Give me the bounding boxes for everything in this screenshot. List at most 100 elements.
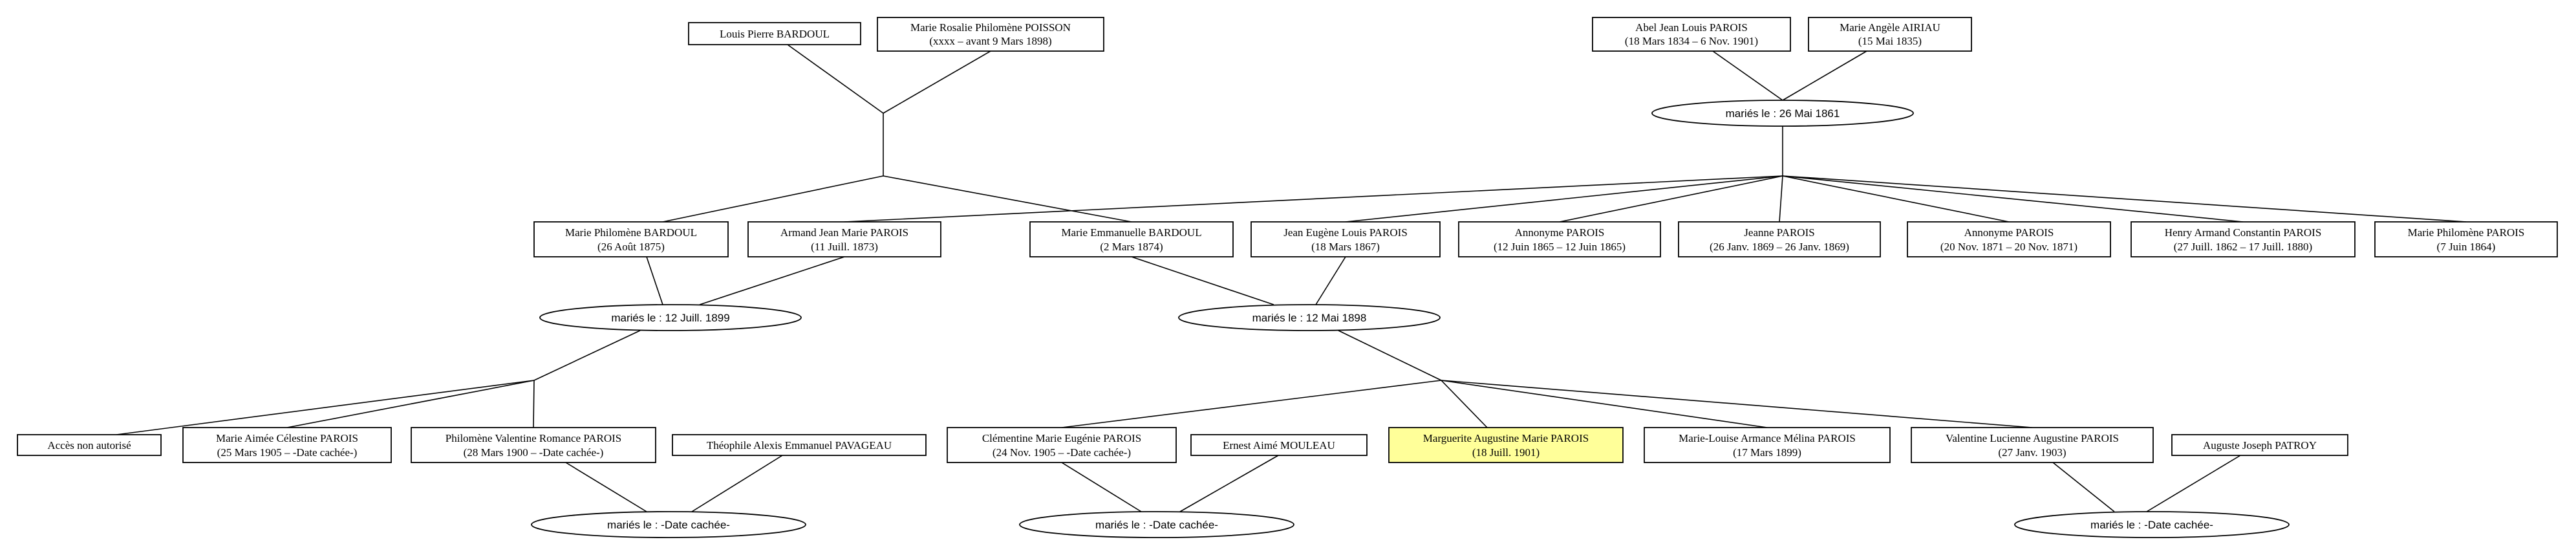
person-louis-pierre-bardoul[interactable]: Louis Pierre BARDOUL xyxy=(688,22,861,45)
person-dates: (15 Mai 1835) xyxy=(1858,35,1922,47)
person-henry-parois[interactable]: Henry Armand Constantin PAROIS (27 Juill… xyxy=(2131,221,2356,257)
connector-line xyxy=(1061,380,1442,428)
connector-line xyxy=(1061,462,1142,512)
connector-line xyxy=(533,330,641,381)
connector-line xyxy=(662,175,884,223)
connector-line xyxy=(691,455,783,512)
person-marie-angele-airiau[interactable]: Marie Angèle AIRIAU (15 Mai 1835) xyxy=(1808,17,1972,52)
person-dates: (27 Janv. 1903) xyxy=(1998,446,2066,459)
connector-line xyxy=(1338,330,1442,381)
person-name: Marie Philomène BARDOUL xyxy=(565,226,697,239)
connector-line xyxy=(2052,462,2115,512)
person-name: Clémentine Marie Eugénie PAROIS xyxy=(982,432,1141,444)
connector-line xyxy=(1441,380,2033,428)
person-name: Marie Rosalie Philomène POISSON xyxy=(910,21,1071,34)
person-acces-non-autorise[interactable]: Accès non autorisé xyxy=(17,434,162,456)
union-parois-airiau[interactable]: mariés le : 26 Mai 1861 xyxy=(1651,100,1914,127)
person-name: Marie-Louise Armance Mélina PAROIS xyxy=(1679,432,1856,444)
union-philomene-theophile[interactable]: mariés le : -Date cachée- xyxy=(531,511,806,538)
person-name: Ernest Aimé MOULEAU xyxy=(1223,439,1335,452)
connector-line xyxy=(1782,50,1867,101)
person-name: Marie Philomène PAROIS xyxy=(2408,226,2525,239)
person-name: Marie Angèle AIRIAU xyxy=(1840,21,1940,34)
connector-line xyxy=(1779,175,1783,223)
connector-line xyxy=(116,380,535,435)
person-valentine-parois[interactable]: Valentine Lucienne Augustine PAROIS (27 … xyxy=(1911,427,2154,463)
person-name: Abel Jean Louis PAROIS xyxy=(1635,21,1748,34)
connector-line xyxy=(883,50,991,114)
connector-line xyxy=(1315,256,1346,305)
connector-line xyxy=(1441,380,1768,428)
connector-line xyxy=(699,256,845,305)
connector-line xyxy=(646,256,663,305)
person-jeanne-parois[interactable]: Jeanne PAROIS (26 Janv. 1869 – 26 Janv. … xyxy=(1678,221,1881,257)
person-dates: (26 Août 1875) xyxy=(597,241,665,253)
person-dates: (17 Mars 1899) xyxy=(1733,446,1801,459)
person-marguerite-parois[interactable]: Marguerite Augustine Marie PAROIS (18 Ju… xyxy=(1388,427,1624,463)
person-ernest-mouleau[interactable]: Ernest Aimé MOULEAU xyxy=(1190,434,1368,456)
person-name: Jean Eugène Louis PAROIS xyxy=(1283,226,1408,239)
person-dates: (27 Juill. 1862 – 17 Juill. 1880) xyxy=(2174,241,2312,253)
person-dates: (11 Juill. 1873) xyxy=(811,241,878,253)
connector-line xyxy=(1782,175,2467,223)
connector-line xyxy=(844,175,1783,223)
person-name: Marie Aimée Célestine PAROIS xyxy=(216,432,358,444)
person-dates: (20 Nov. 1871 – 20 Nov. 1871) xyxy=(1940,241,2077,253)
union-valentine-auguste[interactable]: mariés le : -Date cachée- xyxy=(2014,511,2290,538)
connector-line xyxy=(565,462,647,512)
connector-line xyxy=(1179,455,1279,512)
person-name: Louis Pierre BARDOUL xyxy=(720,28,830,40)
connector-line xyxy=(533,380,535,428)
person-annonyme-parois-1865[interactable]: Annonyme PAROIS (12 Juin 1865 – 12 Juin … xyxy=(1458,221,1661,257)
connector-line xyxy=(286,380,535,428)
connector-line xyxy=(883,175,1132,223)
person-dates: (18 Mars 1867) xyxy=(1311,241,1380,253)
person-marie-philomene-bardoul[interactable]: Marie Philomène BARDOUL (26 Août 1875) xyxy=(533,221,729,257)
person-annonyme-parois-1871[interactable]: Annonyme PAROIS (20 Nov. 1871 – 20 Nov. … xyxy=(1907,221,2111,257)
union-armand-marie-philomene[interactable]: mariés le : 12 Juill. 1899 xyxy=(539,304,802,331)
connector-line xyxy=(787,44,884,114)
person-clementine-parois[interactable]: Clémentine Marie Eugénie PAROIS (24 Nov.… xyxy=(947,427,1177,463)
person-dates: (xxxx – avant 9 Mars 1898) xyxy=(929,35,1051,47)
person-dates: (18 Mars 1834 – 6 Nov. 1901) xyxy=(1625,35,1758,47)
person-philomene-valentine-parois[interactable]: Philomène Valentine Romance PAROIS (28 M… xyxy=(411,427,656,463)
person-name: Philomène Valentine Romance PAROIS xyxy=(445,432,621,444)
person-marie-louise-parois[interactable]: Marie-Louise Armance Mélina PAROIS (17 M… xyxy=(1644,427,1891,463)
person-armand-parois[interactable]: Armand Jean Marie PAROIS (11 Juill. 1873… xyxy=(747,221,941,257)
person-name: Théophile Alexis Emmanuel PAVAGEAU xyxy=(707,439,892,452)
person-name: Accès non autorisé xyxy=(47,439,131,452)
person-marie-emmanuelle-bardoul[interactable]: Marie Emmanuelle BARDOUL (2 Mars 1874) xyxy=(1029,221,1234,257)
person-name: Annonyme PAROIS xyxy=(1964,226,2054,239)
person-jean-eugene-parois[interactable]: Jean Eugène Louis PAROIS (18 Mars 1867) xyxy=(1250,221,1441,257)
person-marie-philomene-parois[interactable]: Marie Philomène PAROIS (7 Juin 1864) xyxy=(2374,221,2558,257)
person-name: Marguerite Augustine Marie PAROIS xyxy=(1423,432,1589,444)
union-label: mariés le : -Date cachée- xyxy=(1095,519,1218,531)
person-abel-parois[interactable]: Abel Jean Louis PAROIS (18 Mars 1834 – 6… xyxy=(1592,17,1791,52)
connector-line xyxy=(1559,175,1783,223)
person-dates: (25 Mars 1905 – -Date cachée-) xyxy=(217,446,358,459)
connector-line xyxy=(2146,455,2241,512)
connector-line xyxy=(1782,175,2010,223)
person-marie-rosalie-poisson[interactable]: Marie Rosalie Philomène POISSON (xxxx – … xyxy=(877,17,1104,52)
person-name: Henry Armand Constantin PAROIS xyxy=(2165,226,2322,239)
connector-line xyxy=(1712,50,1783,101)
union-jean-eugene-marie-emmanuelle[interactable]: mariés le : 12 Mai 1898 xyxy=(1178,304,1441,331)
person-theophile-pavageau[interactable]: Théophile Alexis Emmanuel PAVAGEAU xyxy=(672,434,927,456)
person-name: Annonyme PAROIS xyxy=(1515,226,1605,239)
person-name: Marie Emmanuelle BARDOUL xyxy=(1061,226,1201,239)
connector-line xyxy=(1131,256,1274,305)
person-name: Jeanne PAROIS xyxy=(1744,226,1814,239)
person-marie-aimee-parois[interactable]: Marie Aimée Célestine PAROIS (25 Mars 19… xyxy=(182,427,392,463)
person-auguste-patroy[interactable]: Auguste Joseph PATROY xyxy=(2171,434,2348,456)
connector-line xyxy=(1782,175,2244,223)
union-clementine-ernest[interactable]: mariés le : -Date cachée- xyxy=(1019,511,1294,538)
connector-line xyxy=(1345,175,1783,223)
person-name: Armand Jean Marie PAROIS xyxy=(780,226,908,239)
person-dates: (7 Juin 1864) xyxy=(2437,241,2496,253)
union-label: mariés le : -Date cachée- xyxy=(607,519,730,531)
union-label: mariés le : 26 Mai 1861 xyxy=(1726,107,1840,120)
tree-connectors xyxy=(116,44,2467,512)
person-dates: (28 Mars 1900 – -Date cachée-) xyxy=(464,446,604,459)
person-dates: (2 Mars 1874) xyxy=(1100,241,1163,253)
